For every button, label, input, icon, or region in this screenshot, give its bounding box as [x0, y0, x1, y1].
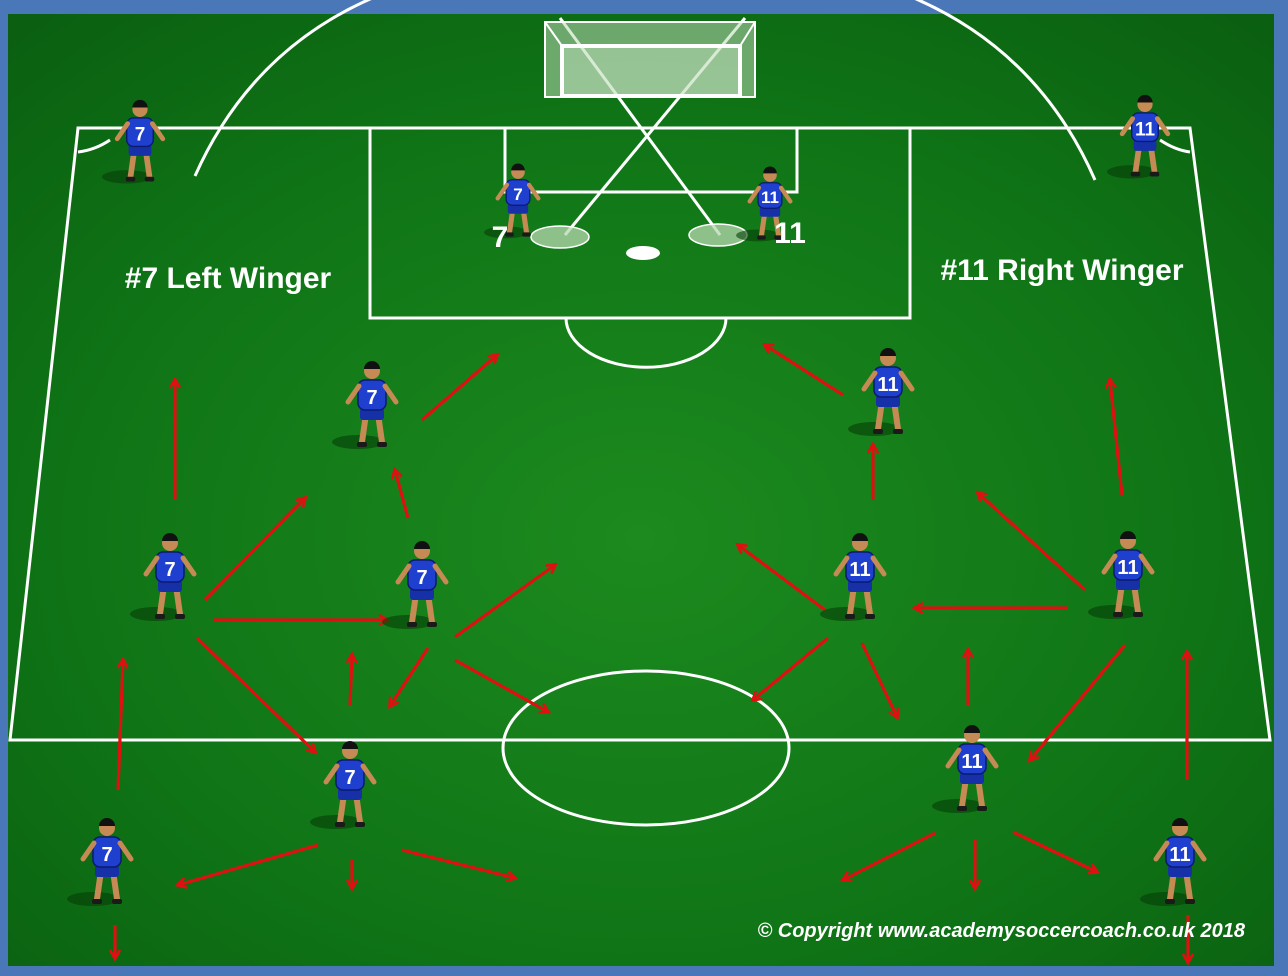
player-boot — [1133, 612, 1143, 617]
player-number: 11 — [877, 374, 898, 396]
player-boot — [126, 177, 136, 182]
player-boot — [757, 235, 766, 239]
player-boot — [1185, 899, 1195, 904]
player-number: 7 — [513, 185, 522, 204]
player-boot — [377, 442, 387, 447]
player-boot — [1113, 612, 1123, 617]
player-boot — [977, 806, 987, 811]
player-shadow — [1140, 892, 1192, 906]
shooting-spot-left — [531, 226, 589, 248]
player-boot — [155, 614, 165, 619]
player-number: 11 — [761, 188, 779, 207]
player-number: 7 — [344, 767, 355, 789]
player-boot — [175, 614, 185, 619]
player-shadow — [130, 607, 182, 621]
player-shadow — [820, 607, 872, 621]
movement-arrow — [350, 655, 352, 705]
player-boot — [873, 429, 883, 434]
player-number: 11 — [1117, 557, 1138, 579]
player-shadow — [382, 615, 434, 629]
player-boot — [845, 614, 855, 619]
player-number: 7 — [366, 387, 377, 409]
player-boot — [522, 232, 531, 236]
player-number: 11 — [1135, 120, 1156, 141]
player-boot — [355, 822, 365, 827]
player-boot — [357, 442, 367, 447]
player-boot — [1150, 172, 1160, 177]
player-boot — [1165, 899, 1175, 904]
player-number: 11 — [961, 751, 982, 773]
player-shadow — [67, 892, 119, 906]
player-number: 7 — [164, 559, 175, 581]
player-boot — [92, 899, 102, 904]
goal — [545, 22, 755, 97]
player-shadow — [1107, 165, 1156, 178]
goal-number-left: 7 — [492, 221, 509, 254]
player-shadow — [1088, 605, 1140, 619]
player-boot — [893, 429, 903, 434]
right-winger-label: #11 Right Winger — [940, 254, 1183, 287]
player-boot — [112, 899, 122, 904]
player-shadow — [932, 799, 984, 813]
penalty-spot — [626, 246, 660, 260]
player-boot — [335, 822, 345, 827]
player-boot — [145, 177, 155, 182]
player-number: 11 — [1169, 844, 1190, 866]
copyright-text: © Copyright www.academysoccercoach.co.uk… — [757, 920, 1245, 942]
player-shadow — [332, 435, 384, 449]
player-number: 11 — [849, 559, 870, 581]
left-winger-label: #7 Left Winger — [125, 262, 332, 295]
goal-number-right: 11 — [774, 217, 806, 250]
player-boot — [407, 622, 417, 627]
player-number: 7 — [135, 125, 146, 146]
goal-frame — [562, 46, 740, 96]
player-shadow — [310, 815, 362, 829]
player-number: 7 — [101, 844, 112, 866]
player-boot — [427, 622, 437, 627]
player-boot — [1131, 172, 1141, 177]
player-boot — [865, 614, 875, 619]
player-boot — [957, 806, 967, 811]
player-shadow — [848, 422, 900, 436]
player-number: 7 — [416, 567, 427, 589]
player-shadow — [102, 170, 151, 183]
